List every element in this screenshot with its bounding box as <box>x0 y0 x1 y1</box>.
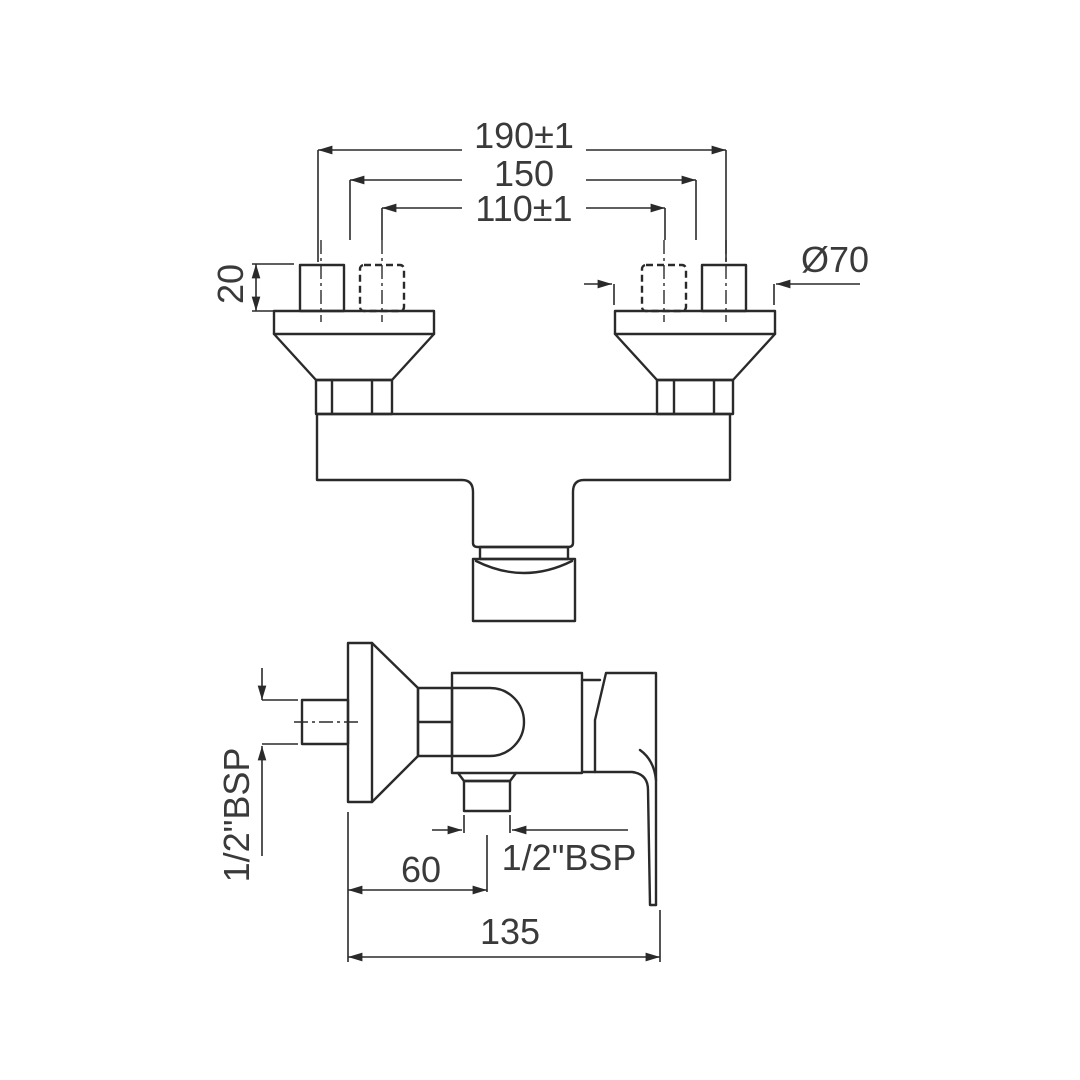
dimension-20: 20 <box>210 263 300 312</box>
dimension-135: 135 <box>348 910 661 962</box>
dim-110-label: 110±1 <box>475 188 572 229</box>
dim-150-label: 150 <box>494 153 554 194</box>
dimension-diameter-70: Ø70 <box>584 239 869 305</box>
left-inlet <box>272 240 436 416</box>
dim-20-label: 20 <box>210 264 251 304</box>
mixer-body <box>315 412 732 623</box>
front-view: 190±1 150 110±1 20 <box>210 115 869 623</box>
dimension-outlet-bsp: 1/2"BSP <box>432 815 636 878</box>
dim-diameter-label: Ø70 <box>801 239 869 280</box>
dimension-150: 150 <box>349 153 697 240</box>
dim-135-label: 135 <box>480 911 540 952</box>
dimension-60: 60 <box>347 812 488 962</box>
right-inlet <box>613 240 777 416</box>
outlet-bsp-label: 1/2"BSP <box>502 837 637 878</box>
dim-190-label: 190±1 <box>474 115 574 156</box>
side-view: 1/2"BSP 1/2"BSP <box>216 641 661 962</box>
inlet-bsp-label: 1/2"BSP <box>216 748 257 883</box>
dim-60-label: 60 <box>401 849 441 890</box>
dimension-190: 190±1 <box>317 115 727 262</box>
dimension-inlet-bsp: 1/2"BSP <box>216 668 298 882</box>
dimension-110: 110±1 <box>381 188 666 240</box>
